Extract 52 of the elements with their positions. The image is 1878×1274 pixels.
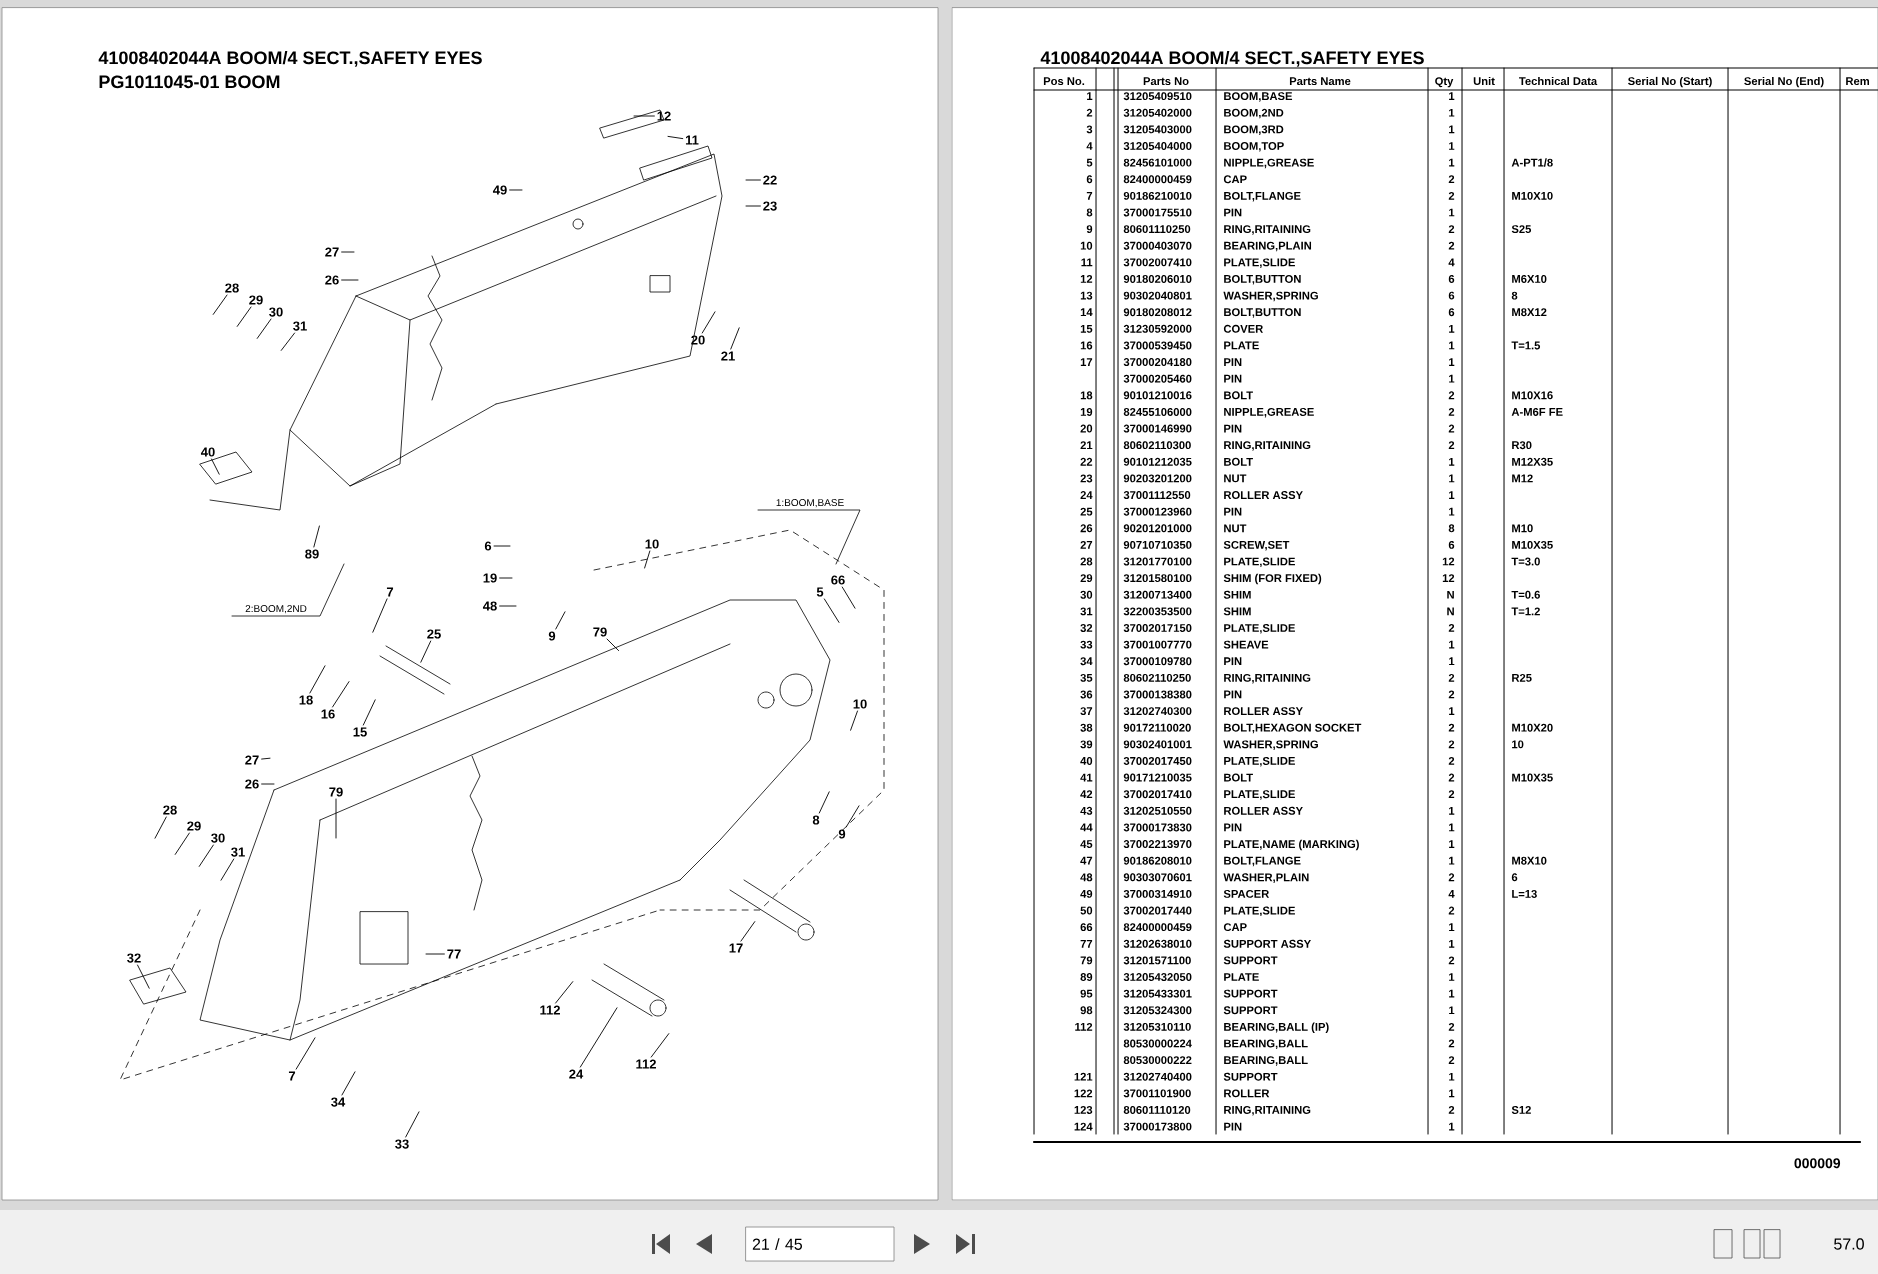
leader-line [332, 681, 350, 708]
leader-line [606, 638, 620, 652]
leader-line [499, 605, 517, 607]
leader-line [730, 327, 740, 350]
leader-line [341, 251, 355, 253]
leader-line [261, 783, 275, 785]
leader-line [295, 1037, 316, 1070]
diagram-title: 41008402044A BOOM/4 SECT.,SAFETY EYES [98, 50, 482, 67]
leader-line [236, 306, 252, 327]
zoom-level: 57.0 [1834, 1238, 1864, 1250]
leader-line [818, 791, 830, 814]
leader-line [212, 294, 228, 315]
leader-line [841, 586, 856, 609]
section-title: PG1011045-01 BOOM [99, 75, 280, 89]
leader-line [745, 205, 761, 207]
page-field: 21 / 45 [745, 1226, 895, 1262]
leader-line [341, 279, 359, 281]
leader-line [667, 135, 684, 140]
leader-line [650, 1033, 670, 1058]
leader-line [220, 858, 235, 881]
leader-line [499, 577, 513, 579]
leader-line [850, 710, 858, 731]
leader-line [845, 805, 860, 828]
leader-line [405, 1111, 420, 1138]
leader-line [701, 311, 716, 334]
leader-line [420, 640, 432, 663]
leader-line [309, 665, 326, 694]
leader-line [256, 318, 272, 339]
leader-line [644, 550, 651, 569]
leader-line [335, 798, 337, 839]
table-title: 41008402044A BOOM/4 SECT.,SAFETY EYES [1040, 50, 1424, 67]
leader-line [341, 1071, 356, 1096]
leader-line [425, 953, 445, 955]
leader-line [740, 921, 756, 942]
leader-line [555, 981, 574, 1004]
leader-line [633, 115, 655, 117]
leader-line [174, 832, 190, 855]
leader-line [154, 816, 167, 839]
leader-line [555, 611, 566, 630]
leader-line [198, 844, 214, 867]
leader-line [745, 179, 761, 181]
leader-line [509, 189, 523, 191]
leader-line [579, 1007, 618, 1068]
leader-line [313, 525, 320, 548]
leader-line [372, 598, 388, 633]
leader-line [137, 964, 150, 989]
leader-line [362, 699, 376, 726]
leader-line [261, 757, 271, 760]
leader-line [493, 545, 511, 547]
leader-line [211, 458, 220, 475]
leader-line [823, 598, 840, 623]
leader-line [280, 332, 296, 351]
